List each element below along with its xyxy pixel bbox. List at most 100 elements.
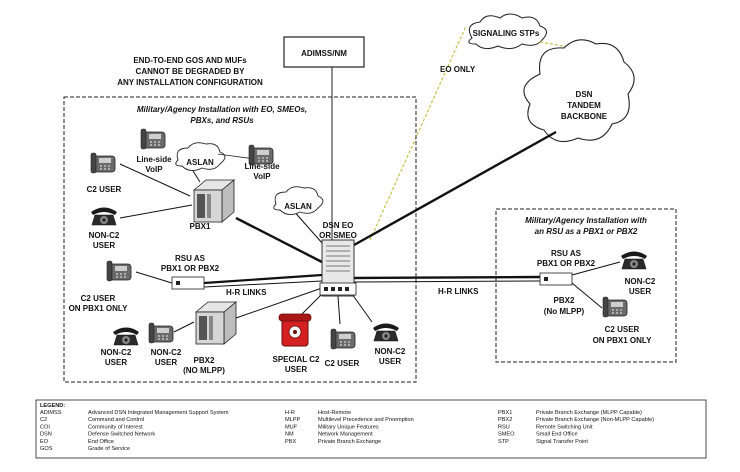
dsn-eo-label-1: DSN EO — [323, 221, 354, 230]
pbx2-label-1: PBX2 — [194, 356, 215, 365]
signaling-label: SIGNALING STPs — [473, 29, 540, 38]
legend-box — [35, 399, 707, 459]
legend-def-1-0: Advanced DSN Integrated Management Suppo… — [88, 410, 229, 416]
r-nonc2-rotary-icon — [620, 251, 648, 270]
legend-def-3-3: Small End Office — [536, 432, 578, 438]
signaling-link-1 — [369, 25, 467, 241]
pbx2-label-2: (NO MLPP) — [183, 366, 225, 375]
right-install-title2: an RSU as a PBX1 or PBX2 — [535, 227, 638, 236]
rsu-label-2: PBX1 OR PBX2 — [161, 264, 220, 273]
voip1-label-1: Line-side — [136, 155, 172, 164]
nonc2-rotary-icon-1 — [90, 207, 118, 226]
backbone-line3: BACKBONE — [561, 112, 608, 121]
special-c2-phone-icon — [278, 313, 312, 347]
dsn-eo-switch — [319, 239, 357, 297]
special-c2-label-1: SPECIAL C2 — [273, 355, 321, 364]
adimss-box — [283, 36, 365, 68]
signaling-link-2 — [539, 41, 587, 51]
legend-abbr-2-1: MLPP — [285, 417, 301, 423]
voip-phone-icon-1 — [140, 128, 166, 150]
aslan-label-1: ASLAN — [186, 158, 214, 167]
aslan-label-2: ASLAN — [284, 202, 312, 211]
right-installation-box — [495, 208, 677, 363]
signaling-cloud — [468, 13, 547, 50]
backbone-line2: TANDEM — [567, 101, 601, 110]
legend-def-1-4: End Office — [88, 439, 114, 445]
special-c2-label-2: USER — [285, 365, 307, 374]
r-nonc2-label-2: USER — [629, 287, 651, 296]
rsu-left-icon — [171, 276, 205, 290]
legend-rows: ADIMSS Advanced DSN Integrated Management… — [40, 410, 654, 452]
r-pbx2-label-2: (No MLPP) — [544, 307, 585, 316]
r-nonc2-label-1: NON-C2 — [625, 277, 656, 286]
nonc2-label-2: USER — [93, 241, 115, 250]
legend-def-1-1: Command and Control — [88, 417, 144, 423]
legend-abbr-1-1: C2 — [40, 417, 47, 423]
header-note-line1: END-TO-END GOS AND MUFs — [133, 56, 247, 65]
legend-abbr-2-3: NM — [285, 432, 294, 438]
nonc2-mid-phone-icon — [148, 322, 174, 344]
c2-pbx1-phone-icon — [106, 260, 132, 282]
c2-pbx1-label-2: ON PBX1 ONLY — [69, 304, 128, 313]
rsu-label-1: RSU AS — [175, 254, 206, 263]
legend-abbr-3-1: PBX2 — [498, 417, 512, 423]
legend-def-2-4: Private Branch Exchange — [318, 439, 381, 445]
tandem-backbone-cloud — [523, 39, 635, 143]
header-note-line3: ANY INSTALLATION CONFIGURATION — [117, 78, 263, 87]
legend-def-2-0: Host-Remote — [318, 410, 351, 416]
voip2-label-1: Line-side — [244, 162, 280, 171]
legend-abbr-3-0: PBX1 — [498, 410, 512, 416]
nonc2-mid-label-2: USER — [155, 358, 177, 367]
nonc2-left-label-1: NON-C2 — [101, 348, 132, 357]
nonc2-rotary-icon-3 — [372, 323, 400, 342]
rsu-right-icon — [539, 272, 573, 286]
legend-abbr-1-5: GOS — [40, 446, 53, 452]
nonc2-rotary-icon-2 — [112, 327, 140, 346]
legend-def-2-1: Multilevel Precedence and Preemption — [318, 417, 414, 423]
legend-abbr-2-2: MUF — [285, 424, 298, 430]
r-rsu-label-1: RSU AS — [551, 249, 582, 258]
legend-abbr-3-3: SMEO — [498, 432, 515, 438]
legend-def-3-2: Remote Switching Unit — [536, 424, 593, 430]
c2-pbx1-label-1: C2 USER — [81, 294, 116, 303]
legend-def-1-2: Community of Interest — [88, 424, 143, 430]
eo-only-label: EO ONLY — [440, 65, 476, 74]
voip2-label-2: VoIP — [253, 172, 271, 181]
backbone-line1: DSN — [576, 90, 593, 99]
legend-def-3-4: Signal Transfer Point — [536, 439, 588, 445]
legend-title: LEGEND: — [40, 403, 65, 409]
pbx1-server-icon — [193, 179, 235, 223]
legend-abbr-3-2: RSU — [498, 424, 510, 430]
c2-user-phone-icon — [90, 152, 116, 174]
r-c2-label-1: C2 USER — [605, 325, 640, 334]
c2-user-label: C2 USER — [87, 185, 122, 194]
left-install-title1: Military/Agency Installation with EO, SM… — [137, 105, 307, 114]
legend-def-1-5: Grade of Service — [88, 446, 130, 452]
r-rsu-label-2: PBX1 OR PBX2 — [537, 259, 596, 268]
legend-abbr-1-3: DSN — [40, 432, 52, 438]
pbx2-server-icon — [195, 301, 237, 345]
hr-links-left-label: H-R LINKS — [226, 288, 267, 297]
adimss-label: ADIMSS/NM — [301, 49, 347, 58]
aslan-cloud-1 — [175, 142, 226, 171]
legend-def-3-1: Private Branch Exchange (Non-MLPP Capabl… — [536, 417, 654, 423]
r-c2-phone-icon — [602, 296, 628, 318]
left-installation-box — [63, 96, 417, 383]
legend-def-3-0: Private Branch Exchange (MLPP Capable) — [536, 410, 642, 416]
legend-abbr-3-4: STP — [498, 439, 509, 445]
legend-abbr-1-2: COI — [40, 424, 50, 430]
voip1-label-2: VoIP — [145, 165, 163, 174]
nonc2-label-1: NON-C2 — [89, 231, 120, 240]
aslan-cloud-2 — [273, 186, 324, 215]
nonc2-mid-label-1: NON-C2 — [151, 348, 182, 357]
dsn-eo-label-2: OR SMEO — [319, 231, 357, 240]
right-install-title1: Military/Agency Installation with — [525, 216, 647, 225]
legend-abbr-1-4: EO — [40, 439, 49, 445]
r-c2-label-2: ON PBX1 ONLY — [593, 336, 652, 345]
legend-abbr-1-0: ADIMSS — [40, 410, 62, 416]
legend-def-2-2: Military Unique Features — [318, 424, 379, 430]
c2-user-bottom-label: C2 USER — [325, 359, 360, 368]
legend-def-2-3: Network Management — [318, 432, 373, 438]
